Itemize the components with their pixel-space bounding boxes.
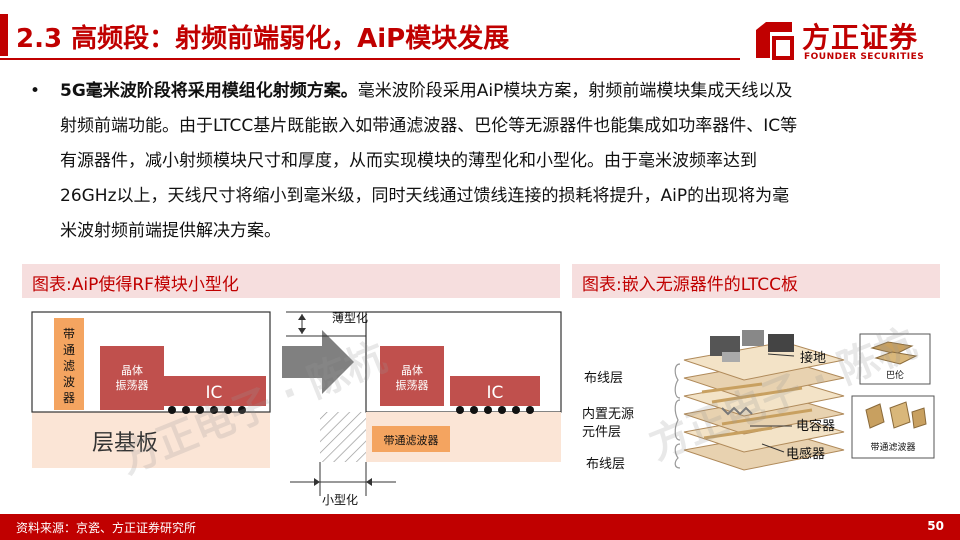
caption-right: 图表:嵌入无源器件的LTCC板 — [572, 264, 940, 298]
thin-dim-arrows — [298, 314, 306, 334]
wiring-top-label: 布线层 — [584, 371, 623, 386]
ic-label-left: IC — [206, 383, 223, 403]
balun-label: 巴伦 — [886, 369, 904, 381]
balun-shape-2 — [874, 351, 918, 365]
ic-block-left — [162, 376, 266, 406]
inductor-leader — [761, 443, 785, 453]
founder-logo-icon — [756, 22, 794, 60]
lead-sentence: 5G毫米波阶段将采用模组化射频方案。 — [60, 81, 358, 101]
rf-module-figure: 带 通 滤 波 器 晶体 振荡器 IC 层基板 晶体 振荡器 IC 带通滤波器 … — [20, 300, 565, 510]
paragraph-line-4: 26GHz以上，天线尺寸将缩小到毫米级，同时天线通过馈线连接的损耗将提升，AiP… — [60, 186, 790, 206]
filter-char-2: 通 — [63, 343, 75, 357]
bandpass-shape-2 — [889, 401, 911, 429]
crystal-label-2: 振荡器 — [116, 378, 149, 392]
paragraph-line-1: 5G毫米波阶段将采用模组化射频方案。毫米波阶段采用AiP模块方案，射频前端模块集… — [60, 74, 930, 109]
page-title: 2.3 高频段：射频前端弱化，AiP模块发展 — [16, 24, 510, 54]
logo-english-name: FOUNDER SECURITIES — [804, 52, 925, 62]
ground-label: 接地 — [800, 350, 826, 366]
rf-module-svg: 带 通 滤 波 器 晶体 振荡器 IC 层基板 晶体 振荡器 IC 带通滤波器 … — [31, 310, 562, 507]
title-bar: 2.3 高频段：射频前端弱化，AiP模块发展 — [0, 14, 740, 60]
crystal-block-left — [100, 346, 164, 410]
inductor-label: 电感器 — [786, 446, 825, 462]
paragraph-line-2: 射频前端功能。由于LTCC基片既能嵌入如带通滤波器、巴伦等无源器件也能集成如功率… — [60, 116, 798, 136]
balun-shape — [870, 341, 914, 355]
source-note: 资料来源：京瓷、方正证券研究所 — [16, 521, 197, 535]
brace-embedded — [674, 399, 681, 441]
crystal-label-1: 晶体 — [121, 363, 143, 377]
solder-balls-right — [456, 406, 534, 414]
caption-right-text: 图表:嵌入无源器件的LTCC板 — [582, 275, 798, 295]
ltcc-figure: 接地 布线层 内置无源 元件层 布线层 电容器 电感器 巴伦 带通滤波器 — [572, 300, 942, 510]
substrate-left — [32, 412, 270, 468]
crystal-right-label-2: 振荡器 — [396, 378, 429, 392]
crystal-right-label-1: 晶体 — [401, 363, 423, 377]
bandpass-label: 带通滤波器 — [870, 441, 915, 453]
filter-vertical-block — [54, 318, 84, 410]
embedded-label-1: 内置无源 — [582, 406, 634, 422]
small-label: 小型化 — [322, 493, 358, 507]
solder-balls-left — [168, 406, 246, 414]
bandpass-shape-1 — [865, 403, 885, 429]
filter-char-4: 波 — [63, 375, 75, 389]
bandpass-inset — [851, 395, 935, 459]
logo-chinese-name: 方正证券 — [802, 21, 919, 54]
removed-area-hatch — [320, 412, 366, 462]
ltcc-svg: 接地 布线层 内置无源 元件层 布线层 电容器 电感器 巴伦 带通滤波器 — [582, 330, 935, 472]
wiring-bottom-label: 布线层 — [586, 457, 625, 472]
capacitor-label: 电容器 — [796, 418, 835, 434]
filter-embedded-label: 带通滤波器 — [384, 434, 439, 447]
footer-bar: 资料来源：京瓷、方正证券研究所 50 — [0, 514, 960, 540]
filter-char-5: 器 — [63, 391, 75, 405]
substrate-label: 层基板 — [92, 431, 158, 456]
founder-logo: 方正证券 FOUNDER SECURITIES — [752, 14, 948, 70]
caption-left-text: 图表:AiP使得RF模块小型化 — [32, 275, 239, 295]
filter-char-3: 滤 — [63, 359, 75, 373]
filter-char-1: 带 — [63, 327, 75, 341]
paragraph-line-5: 米波射频前端提供解决方案。 — [60, 221, 281, 241]
bandpass-shape-3 — [911, 407, 927, 429]
filter-embedded-block — [372, 426, 450, 452]
ground-leader — [767, 353, 795, 357]
ic-label-right: IC — [487, 383, 504, 403]
title-underline — [0, 58, 740, 60]
line-1-rest: 毫米波阶段采用AiP模块方案，射频前端模块集成天线以及 — [357, 81, 793, 101]
title-accent-bar — [0, 14, 8, 56]
brace-top-wiring — [674, 363, 681, 399]
paragraph-line-3: 有源器件，减小射频模块尺寸和厚度，从而实现模块的薄型化和小型化。由于毫米波频率达… — [60, 151, 757, 171]
ic-block-right — [450, 376, 540, 406]
ltcc-board — [683, 330, 845, 471]
crystal-block-right — [380, 346, 444, 406]
bullet-marker: • — [30, 81, 41, 101]
paragraph-text: 5G毫米波阶段将采用模组化射频方案。毫米波阶段采用AiP模块方案，射频前端模块集… — [60, 74, 930, 249]
brace-bottom-wiring — [674, 443, 681, 469]
transform-arrow — [282, 330, 354, 394]
thin-label: 薄型化 — [332, 310, 368, 325]
page-number: 50 — [927, 519, 944, 533]
caption-left: 图表:AiP使得RF模块小型化 — [22, 264, 560, 298]
embedded-label-2: 元件层 — [582, 425, 621, 440]
